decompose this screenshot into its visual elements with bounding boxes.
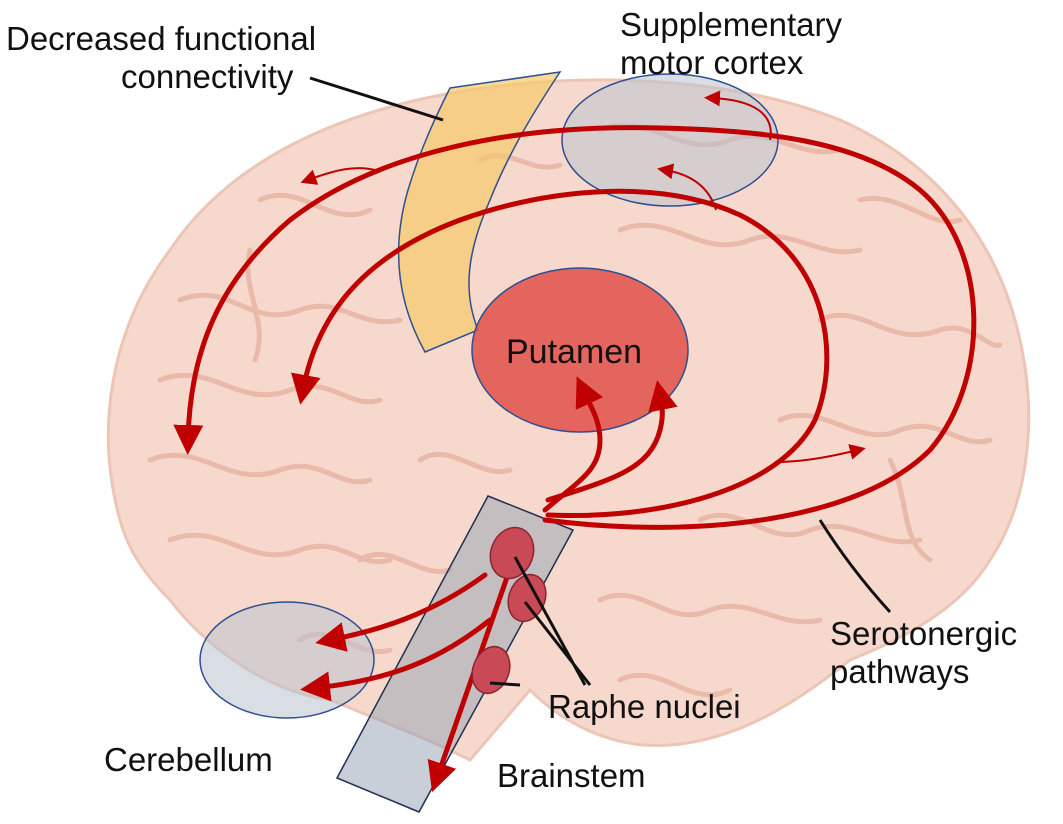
putamen-region (471, 267, 689, 433)
brain-sulci (147, 122, 1003, 698)
cerebellum-label: Cerebellum (104, 741, 273, 778)
leader-lines (309, 76, 892, 687)
serotonergic-line2: pathways (830, 653, 970, 690)
raphe-nuclei (471, 526, 547, 695)
branch-arrows (300, 90, 866, 463)
brainstem-label: Brainstem (497, 757, 646, 794)
decreased-connectivity-label: Decreased functional connectivity (6, 20, 316, 96)
serotonergic-pathways (173, 125, 977, 793)
serotonergic-pathways-label: Serotonergic pathways (830, 615, 1017, 691)
serotonergic-line1: Serotonergic (830, 615, 1018, 652)
supplementary-line2: motor cortex (620, 44, 804, 81)
supplementary-line1: Supplementary (620, 6, 842, 43)
decreased-connectivity-line2: connectivity (121, 58, 294, 95)
decreased-connectivity-line1: Decreased functional (6, 20, 317, 57)
raphe-nuclei-label: Raphe nuclei (548, 688, 741, 725)
supplementary-motor-cortex-label: Supplementary motor cortex (620, 6, 842, 82)
cerebellum-region (199, 601, 375, 719)
supplementary-motor-cortex-region (561, 73, 779, 207)
putamen-label: Putamen (506, 333, 643, 371)
